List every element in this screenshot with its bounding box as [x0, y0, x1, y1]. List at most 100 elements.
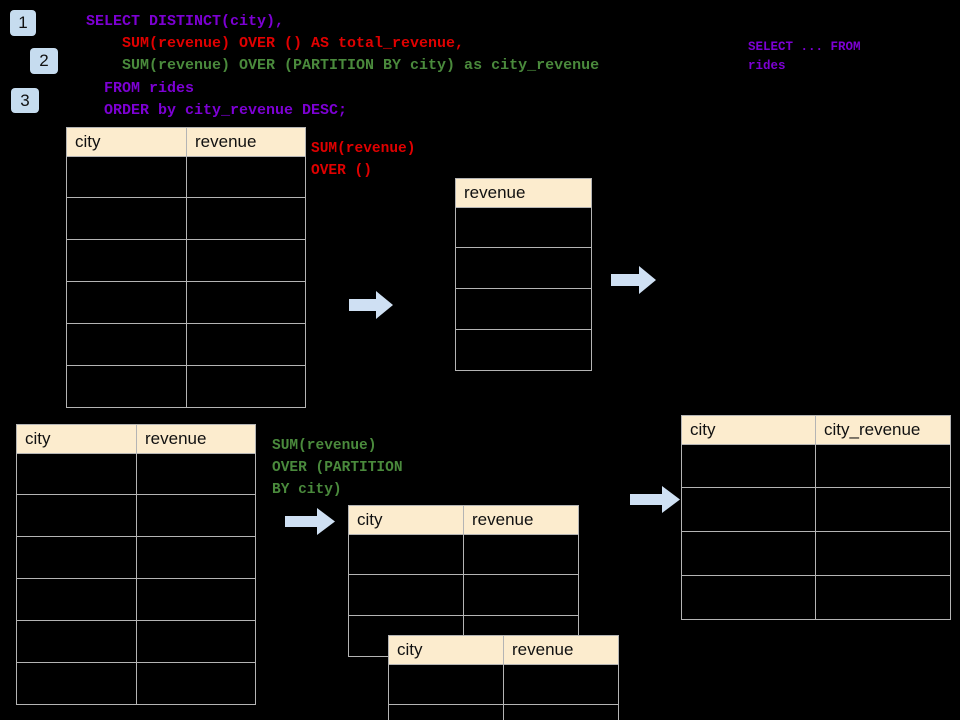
sql-line-city-revenue: SUM(revenue) OVER (PARTITION BY city) as… [86, 57, 600, 74]
cell-city [66, 281, 187, 324]
arrow-rides-to-partition [285, 508, 335, 535]
cell-city [66, 156, 187, 198]
rides-source-table-2: city revenue [16, 424, 256, 705]
cell-revenue [455, 247, 592, 289]
cell-city [66, 365, 187, 408]
cell-revenue [463, 534, 579, 575]
cell-revenue [136, 662, 256, 705]
column-header-revenue: revenue [186, 127, 306, 157]
table-header-row: city city_revenue [681, 415, 951, 445]
table-header-row: city revenue [388, 635, 619, 665]
column-header-revenue: revenue [136, 424, 256, 454]
cell-city [16, 578, 137, 621]
table-row [681, 444, 951, 488]
cell-city [16, 453, 137, 495]
cell-city [16, 620, 137, 663]
sql-line-select: SELECT DISTINCT(city), [86, 13, 285, 30]
table-row [16, 620, 256, 663]
cell-revenue [503, 664, 619, 705]
sql-line-total-revenue: SUM(revenue) OVER () AS total_revenue, [86, 35, 465, 52]
cell-revenue [186, 281, 306, 324]
sql-line-order-by: ORDER by city_revenue DESC; [86, 102, 348, 119]
cell-revenue [136, 578, 256, 621]
cell-revenue [136, 453, 256, 495]
step-badge-2-label: 2 [39, 51, 49, 70]
step-badge-2[interactable]: 2 [30, 48, 58, 74]
table-row [66, 156, 306, 198]
column-header-city: city [16, 424, 137, 454]
table-row [66, 365, 306, 408]
cell-city [66, 197, 187, 240]
table-row [388, 664, 619, 705]
cell-city [681, 487, 816, 532]
cell-city-revenue [815, 487, 951, 532]
cell-city [16, 494, 137, 537]
cell-revenue [136, 620, 256, 663]
arrow-total-revenue-to-result [611, 266, 656, 294]
cell-city [16, 536, 137, 579]
step-badge-1-label: 1 [18, 13, 28, 32]
table-header-row: city revenue [16, 424, 256, 454]
cell-city-revenue [815, 444, 951, 488]
table-row [16, 494, 256, 537]
cell-city [16, 662, 137, 705]
table-row [681, 531, 951, 576]
partition-group-table-b: city revenue [388, 635, 619, 720]
table-row [16, 453, 256, 495]
table-row [16, 536, 256, 579]
cell-revenue [136, 494, 256, 537]
column-header-city: city [348, 505, 464, 535]
table-row [388, 704, 619, 720]
table-row [348, 574, 579, 616]
arrow-rides-to-total-revenue [349, 291, 393, 319]
column-header-revenue: revenue [503, 635, 619, 665]
step-badge-3[interactable]: 3 [11, 88, 39, 113]
cell-city [388, 664, 504, 705]
table-row [455, 288, 592, 330]
cell-city-revenue [815, 575, 951, 620]
table-row [681, 575, 951, 620]
table-row [16, 578, 256, 621]
table-row [66, 239, 306, 282]
cell-revenue [186, 323, 306, 366]
column-header-city: city [66, 127, 187, 157]
city-revenue-annotation: SUM(revenue) OVER (PARTITION BY city) [272, 438, 403, 498]
total-revenue-annotation: SUM(revenue) OVER () [311, 141, 416, 179]
table-row [66, 197, 306, 240]
cell-city [681, 575, 816, 620]
cell-city [348, 534, 464, 575]
table-header-row: city revenue [348, 505, 579, 535]
select-from-rides-note: SELECT ... FROM rides [748, 40, 861, 73]
column-header-city: city [388, 635, 504, 665]
cell-city [388, 704, 504, 720]
table-row [455, 247, 592, 289]
rides-source-table: city revenue [66, 127, 306, 408]
table-row [455, 207, 592, 248]
cell-revenue [186, 365, 306, 408]
table-header-row: city revenue [66, 127, 306, 157]
cell-revenue [186, 156, 306, 198]
cell-revenue [455, 288, 592, 330]
step-badge-1[interactable]: 1 [10, 10, 36, 36]
cell-revenue [136, 536, 256, 579]
table-row [681, 487, 951, 532]
cell-revenue [186, 239, 306, 282]
partition-group-table-a: city revenue [348, 505, 579, 657]
cell-city [681, 531, 816, 576]
result-table: city city_revenue [681, 415, 951, 620]
column-header-revenue: revenue [455, 178, 592, 208]
total-revenue-table: revenue [455, 178, 592, 371]
arrow-partition-to-result [630, 486, 680, 513]
sql-line-from: FROM rides [86, 80, 195, 97]
column-header-revenue: revenue [463, 505, 579, 535]
table-row [455, 329, 592, 371]
cell-revenue [463, 574, 579, 616]
cell-city [66, 323, 187, 366]
cell-city [681, 444, 816, 488]
cell-city [348, 574, 464, 616]
cell-revenue [455, 207, 592, 248]
column-header-city: city [681, 415, 816, 445]
cell-city-revenue [815, 531, 951, 576]
cell-city [66, 239, 187, 282]
